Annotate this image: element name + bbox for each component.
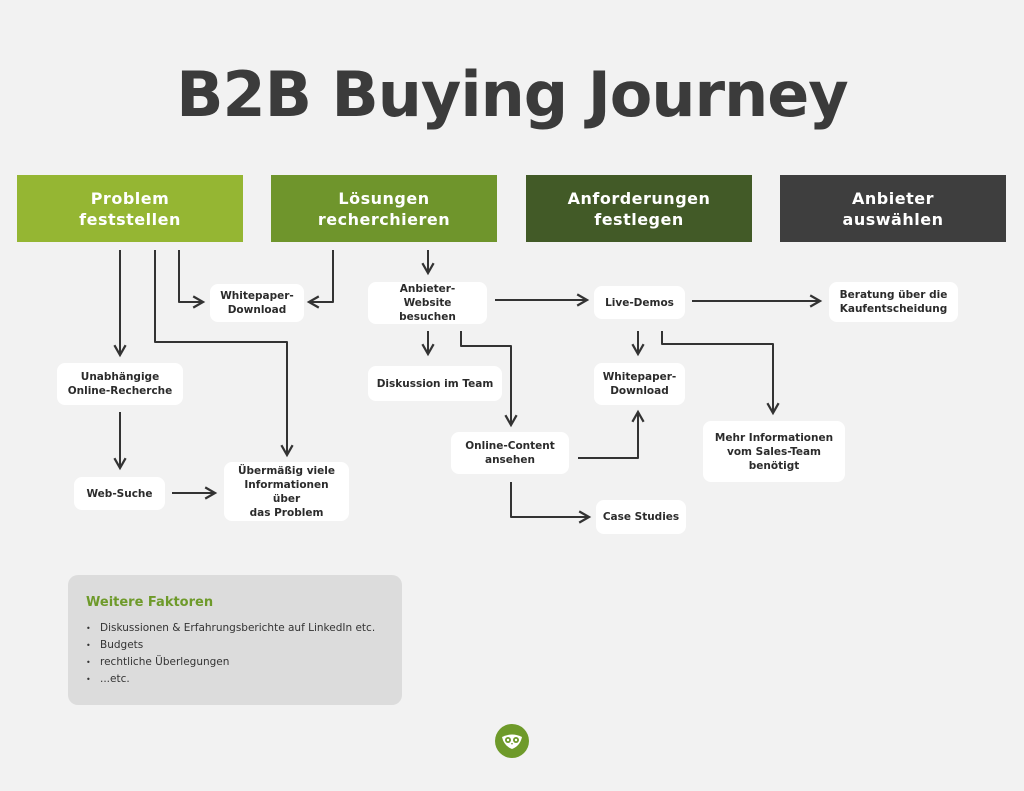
node-online-recherche: Unabhängige Online-Recherche (57, 363, 183, 405)
arrow-loesungen-to-whitepaper (306, 250, 334, 309)
arrow-problem-to-informationen (154, 250, 294, 458)
node-whitepaper-download-2: Whitepaper- Download (594, 363, 685, 405)
node-beratung: Beratung über die Kaufentscheidung (829, 282, 958, 322)
page-title: B2B Buying Journey (176, 58, 848, 131)
node-web-suche: Web-Suche (74, 477, 165, 510)
factors-item: ...etc. (86, 671, 384, 688)
node-diskussion-team: Diskussion im Team (368, 366, 502, 401)
node-case-studies: Case Studies (596, 500, 686, 534)
arrow-problem-to-whitepaper (178, 250, 206, 309)
weitere-faktoren-box: Weitere Faktoren Diskussionen & Erfahrun… (68, 575, 402, 705)
factors-item: rechtliche Überlegungen (86, 654, 384, 671)
arrow-onlinecontent-to-whitepaper (578, 409, 645, 459)
node-live-demos: Live-Demos (594, 286, 685, 319)
factors-heading: Weitere Faktoren (86, 595, 214, 610)
node-viele-informationen: Übermäßig viele Informationen über das P… (224, 462, 349, 521)
factors-item: Budgets (86, 637, 384, 654)
factors-item: Diskussionen & Erfahrungsberichte auf Li… (86, 620, 384, 637)
node-mehr-informationen: Mehr Informationen vom Sales-Team benöti… (703, 421, 845, 482)
node-anbieter-website: Anbieter- Website besuchen (368, 282, 487, 324)
stage-problem-feststellen: Problem feststellen (17, 175, 243, 242)
node-online-content: Online-Content ansehen (451, 432, 569, 474)
arrow-onlinecontent-to-casestudies (510, 482, 592, 524)
stage-loesungen-recherchieren: Lösungen recherchieren (271, 175, 497, 242)
stage-anforderungen-festlegen: Anforderungen festlegen (526, 175, 752, 242)
arrow-website-to-onlinecontent (460, 331, 518, 428)
arrow-livedemos-to-mehrinfos (661, 331, 780, 416)
factors-list: Diskussionen & Erfahrungsberichte auf Li… (86, 620, 384, 688)
stage-anbieter-auswaehlen: Anbieter auswählen (780, 175, 1006, 242)
owl-icon (495, 724, 529, 758)
node-whitepaper-download-1: Whitepaper- Download (210, 284, 304, 322)
